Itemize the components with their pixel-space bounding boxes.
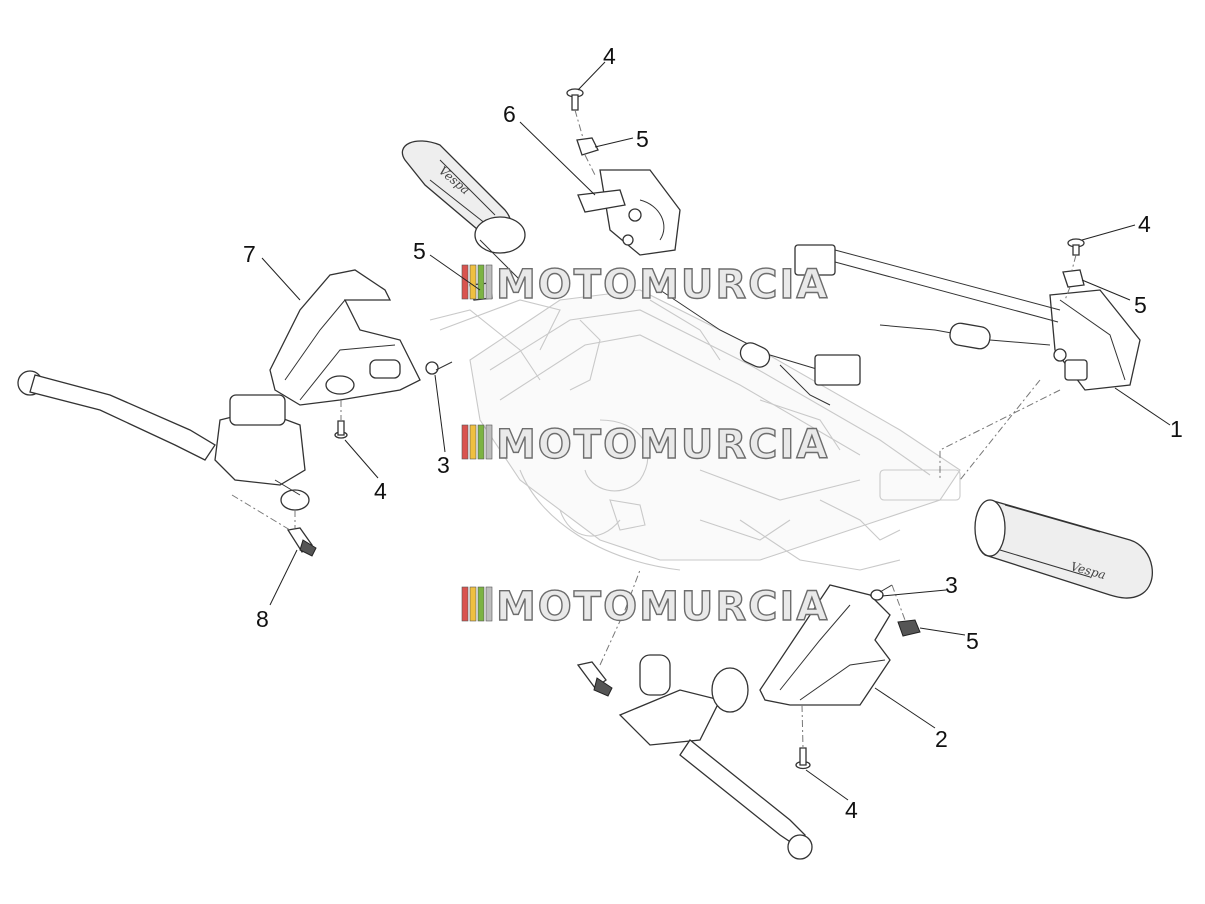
callout-4-top: 4 <box>603 43 616 69</box>
stop-switch-left <box>286 527 317 557</box>
watermark-middle: MOTOMURCIA <box>461 421 829 469</box>
callout-3-left: 3 <box>437 452 450 478</box>
handlebar-frame-ghost <box>429 289 961 571</box>
callout-6: 6 <box>503 101 516 127</box>
callout-5-bottom: 5 <box>966 628 979 654</box>
callout-5-left: 5 <box>413 238 426 264</box>
stop-switch-right <box>576 661 613 697</box>
callout-1: 1 <box>1170 416 1183 442</box>
callout-7: 7 <box>243 241 256 267</box>
right-grip: Vespa <box>974 499 1153 599</box>
left-brake-lever <box>17 370 310 511</box>
left-lever-cover <box>269 269 421 406</box>
right-brake-lever <box>618 654 813 860</box>
callout-4-left: 4 <box>374 478 387 504</box>
callout-4-bottom: 4 <box>845 797 858 823</box>
wiring-harness <box>659 244 1061 406</box>
right-switch-housing <box>1049 289 1141 391</box>
assembly-lines <box>231 109 1077 749</box>
callout-5-top: 5 <box>636 126 649 152</box>
callout-5-right: 5 <box>1134 292 1147 318</box>
left-switch-housing <box>577 169 681 256</box>
leader-lines <box>261 61 1171 801</box>
watermark-text-middle: MOTOMURCIA <box>496 422 829 468</box>
callout-8: 8 <box>256 606 269 632</box>
right-lever-cover <box>759 584 891 706</box>
callout-2: 2 <box>935 726 948 752</box>
callout-3-right: 3 <box>945 572 958 598</box>
watermark-bottom: MOTOMURCIA <box>461 583 829 631</box>
watermark-text-top: MOTOMURCIA <box>496 262 829 308</box>
watermark-top: MOTOMURCIA <box>461 261 829 309</box>
callout-labels: 4 5 6 4 5 1 5 7 3 4 8 3 5 2 4 <box>243 43 1183 823</box>
callout-4-right: 4 <box>1138 211 1151 237</box>
watermark-text-bottom: MOTOMURCIA <box>496 584 829 630</box>
